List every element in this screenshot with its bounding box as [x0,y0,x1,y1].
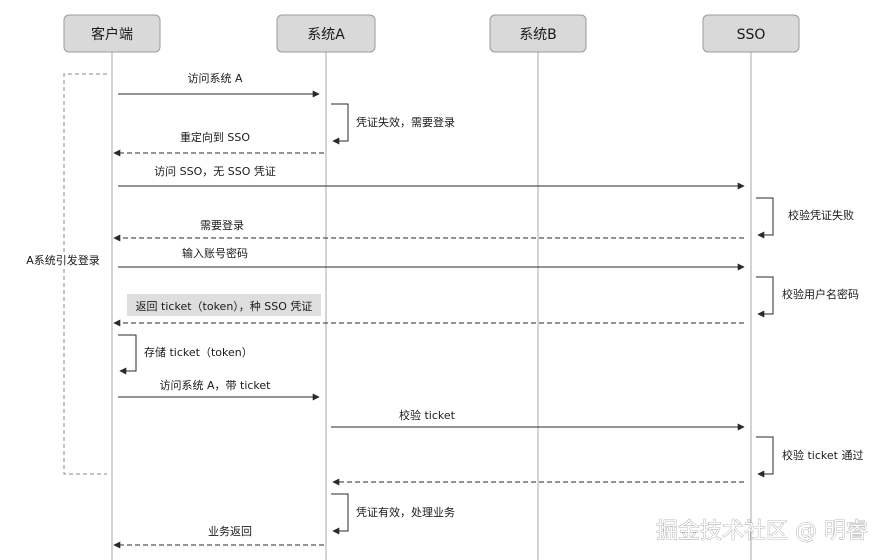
message-label: 重定向到 SSO [180,130,250,144]
self-message-arrow [331,493,349,535]
message-label: 访问系统 A，带 ticket [160,379,272,392]
message-highlight [127,294,321,316]
lifelines [111,52,752,560]
self-message-arrow [331,103,349,145]
message-label: 需要登录 [200,218,244,232]
self-message-arrow [756,436,774,478]
messages: 访问系统 A 凭证失效，需要登录 重定向到 SSO 访问 SSO，无 SSO 凭… [113,72,863,549]
actor-system-b: 系统B [489,14,587,53]
watermark: 掘金技术社区 @ 明睿 [656,519,868,544]
message-label: 访问 SSO，无 SSO 凭证 [154,164,276,178]
actor-client: 客户端 [63,14,161,53]
self-message-arrow [756,276,774,318]
actor-sso: SSO [702,14,800,53]
login-group-label: A系统引发登录 [26,253,100,267]
login-group: A系统引发登录 [22,73,107,475]
login-group-bracket [63,73,107,475]
message-label: 输入账号密码 [182,246,248,260]
actor-system-b-label: 系统B [519,27,557,43]
actor-sso-label: SSO [737,27,766,43]
message-label: 校验 ticket 通过 [782,448,863,462]
actor-system-a: 系统A [276,14,376,53]
actor-system-a-label: 系统A [307,27,345,43]
message-label: 业务返回 [208,525,252,538]
message-label: 存储 ticket（token） [144,345,253,359]
message-label: 校验 ticket [399,408,456,422]
message-label: 访问系统 A [187,72,242,85]
message-label: 凭证失效，需要登录 [356,115,455,129]
message-label: 返回 ticket（token），种 SSO 凭证 [136,299,313,313]
message-label: 凭证有效，处理业务 [356,505,455,519]
message-label: 校验凭证失败 [788,208,854,222]
message-label: 校验用户名密码 [782,287,859,301]
self-message-arrow [756,197,774,239]
actor-client-label: 客户端 [91,26,133,43]
self-message-arrow [118,334,137,375]
